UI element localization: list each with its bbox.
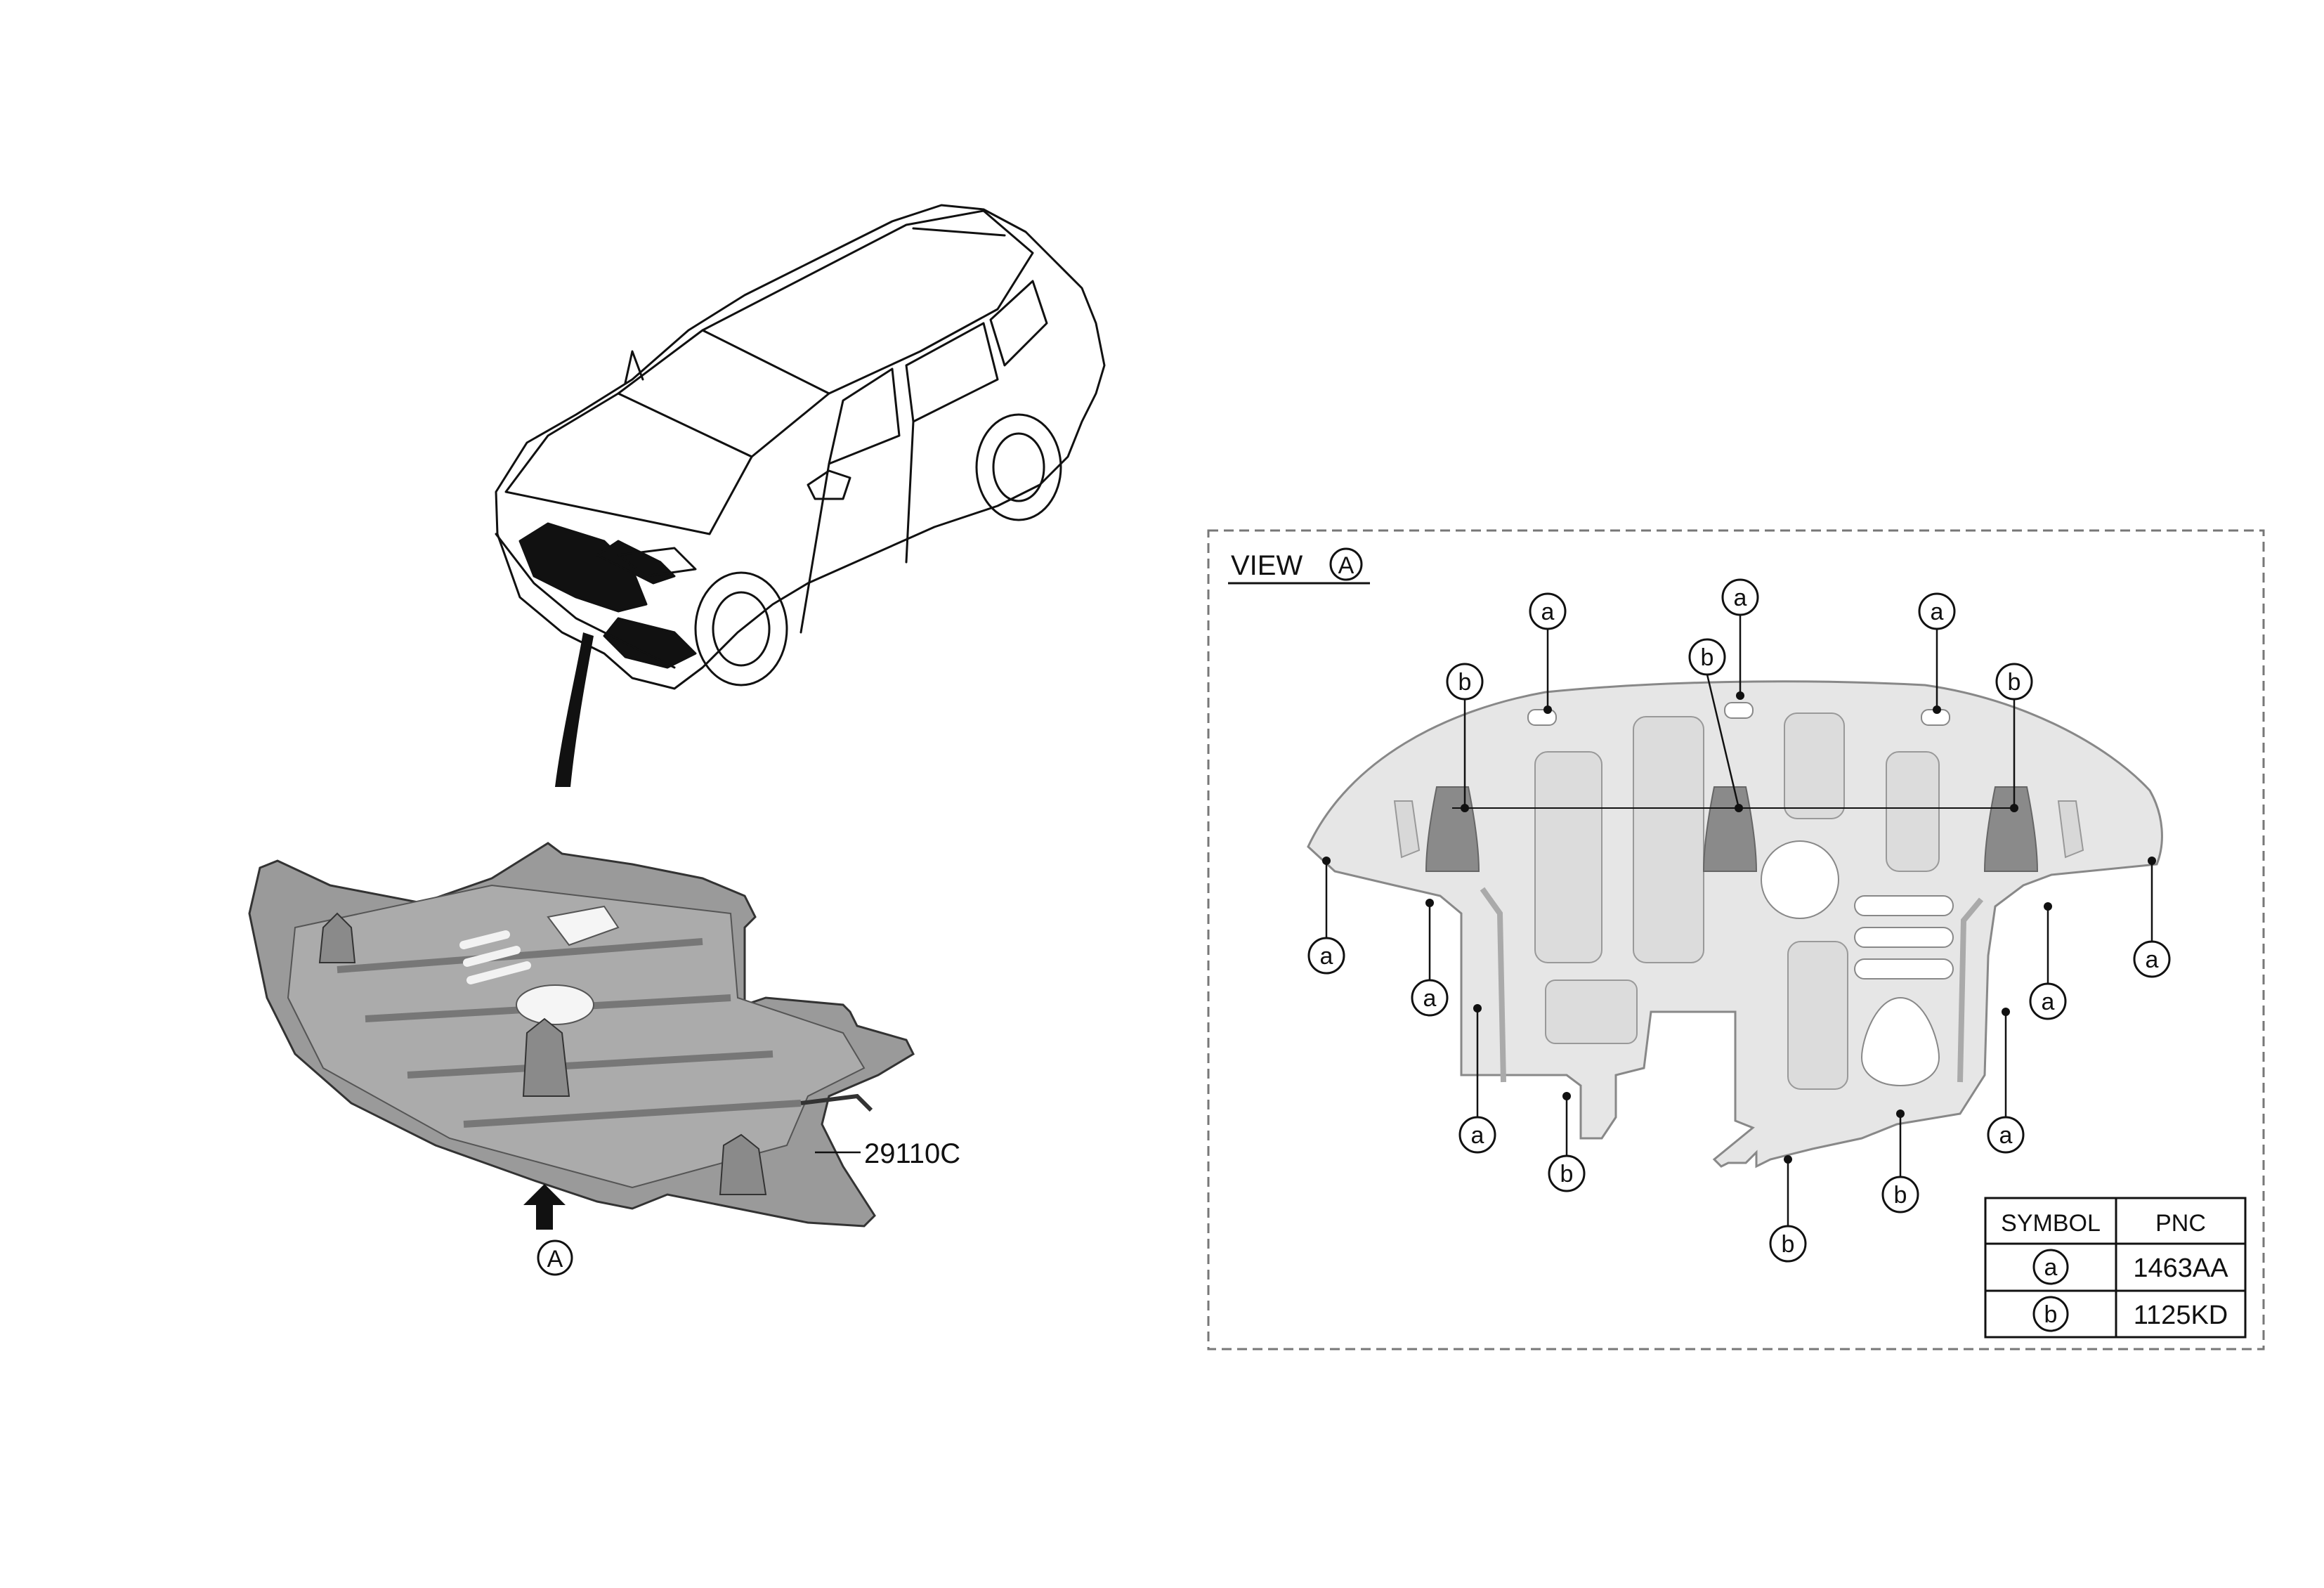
svg-text:b: b: [1701, 644, 1714, 671]
legend-row-1-symbol: a: [2044, 1254, 2058, 1281]
view-title-letter: A: [1338, 552, 1354, 579]
under-cover-panel-isometric: [248, 842, 915, 1228]
callout-b-boss-center: b: [1688, 638, 1743, 812]
vehicle-illustration: [495, 204, 1106, 690]
svg-text:a: a: [1931, 599, 1944, 625]
svg-text:a: a: [1734, 585, 1747, 611]
legend-row-2-symbol: b: [2044, 1301, 2058, 1328]
svg-text:b: b: [2008, 669, 2021, 696]
view-arrow: A: [523, 1184, 573, 1276]
svg-text:b: b: [1894, 1182, 1907, 1209]
svg-text:a: a: [1471, 1122, 1484, 1149]
svg-text:a: a: [1999, 1122, 2013, 1149]
callout-a-left-outer: a: [1307, 857, 1345, 975]
callout-b-bottom-right: b: [1881, 1109, 1919, 1213]
callout-a-right-outer: a: [2133, 857, 2171, 978]
callout-b-bottom-left: b: [1548, 1092, 1586, 1192]
callout-a-left-inner: a: [1411, 899, 1449, 1017]
legend-header-pnc: PNC: [2155, 1210, 2206, 1237]
legend-row-2-pnc: 1125KD: [2134, 1301, 2228, 1330]
view-title: VIEW A: [1228, 547, 1370, 585]
callout-b-boss-left: b: [1446, 663, 1484, 812]
callouts: a a a b b b: [1307, 578, 2171, 1263]
part-number-label: 29110C: [864, 1138, 960, 1169]
symbol-legend-table: SYMBOL PNC a 1463AA b 1125KD: [1984, 1197, 2247, 1339]
svg-text:a: a: [1541, 599, 1555, 625]
svg-text:a: a: [1320, 943, 1333, 970]
callout-a-top-center: a: [1721, 578, 1759, 700]
callout-b-boss-right: b: [1995, 663, 2033, 812]
svg-text:a: a: [2042, 989, 2055, 1015]
legend-header-symbol: SYMBOL: [2001, 1210, 2101, 1237]
svg-text:b: b: [1458, 669, 1472, 696]
callout-b-bottom-center: b: [1769, 1155, 1807, 1263]
view-frame: [1207, 529, 2265, 1351]
part-number-callout: 29110C: [815, 1138, 960, 1169]
callout-a-top-right: a: [1918, 592, 1956, 714]
view-title-prefix: VIEW: [1231, 550, 1303, 581]
svg-text:a: a: [1423, 985, 1437, 1012]
under-cover-panel-flat: [1307, 680, 2163, 1169]
svg-text:b: b: [1782, 1231, 1795, 1258]
legend-row-1-pnc: 1463AA: [2133, 1254, 2228, 1283]
callout-a-top-left: a: [1529, 592, 1567, 714]
view-marker-label: A: [547, 1246, 563, 1273]
callout-a-left-lower: a: [1458, 1004, 1496, 1154]
car-leader-line: [555, 632, 594, 787]
callout-a-right-inner: a: [2029, 902, 2067, 1020]
svg-text:a: a: [2146, 946, 2159, 973]
callout-a-right-lower: a: [1987, 1008, 2025, 1154]
svg-text:b: b: [1560, 1161, 1574, 1187]
